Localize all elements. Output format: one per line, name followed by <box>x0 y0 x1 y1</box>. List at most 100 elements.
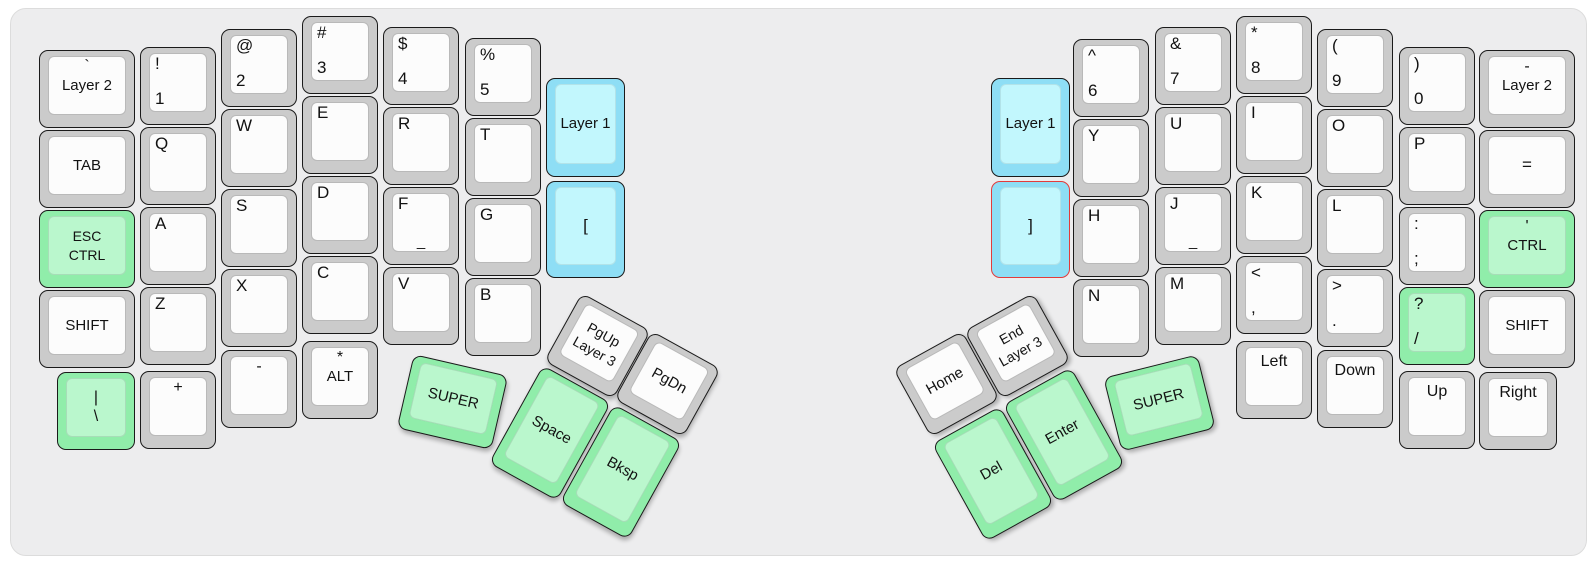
key-legend: >. <box>1332 276 1342 331</box>
key-z[interactable]: Z <box>140 287 216 365</box>
keycap-top: O <box>1326 115 1384 174</box>
key-7[interactable]: &7 <box>1155 27 1231 105</box>
key-arrow-down[interactable]: Down <box>1317 350 1393 428</box>
key-0[interactable]: )0 <box>1399 47 1475 125</box>
key-3[interactable]: #3 <box>302 16 378 94</box>
key-question-slash[interactable]: ?/ <box>1399 287 1475 365</box>
key-y[interactable]: Y <box>1073 119 1149 197</box>
key-i[interactable]: I <box>1236 96 1312 174</box>
key-legend: TAB <box>49 137 125 194</box>
key-arrow-right[interactable]: Right <box>1479 372 1557 450</box>
key-c[interactable]: C <box>302 256 378 334</box>
key-legend: P <box>1414 134 1425 189</box>
keycap-top: - <box>230 356 288 415</box>
keycap-top: Layer 1 <box>1000 84 1061 164</box>
key-s[interactable]: S <box>221 189 297 267</box>
key-legend: A <box>155 214 166 269</box>
key-quote-ctrl[interactable]: 'CTRL <box>1479 210 1575 288</box>
keycap-top: `Layer 2 <box>48 56 126 115</box>
key-label: Layer 1 <box>1005 115 1056 133</box>
keycap-top: SUPER <box>407 361 498 436</box>
key-legend: = <box>1489 137 1565 194</box>
key-label: ; <box>1414 249 1419 269</box>
key-label: Bksp <box>604 453 642 485</box>
key-p[interactable]: P <box>1399 127 1475 205</box>
key-b[interactable]: B <box>465 278 541 356</box>
key-open-bracket[interactable]: [ <box>546 181 625 278</box>
key-shift-right[interactable]: SHIFT <box>1479 290 1575 368</box>
key-equals[interactable]: = <box>1479 130 1575 208</box>
key-label: Left <box>1260 353 1288 370</box>
key-close-bracket[interactable]: ] <box>991 181 1070 278</box>
key-x[interactable]: X <box>221 269 297 347</box>
key-arrow-left[interactable]: Left <box>1236 341 1312 419</box>
keycap-top: R <box>392 113 450 172</box>
key-dash-layer2[interactable]: -Layer 2 <box>1479 50 1575 128</box>
key-n[interactable]: N <box>1073 279 1149 357</box>
key-1[interactable]: !1 <box>140 47 216 125</box>
key-legend: J <box>1170 194 1179 249</box>
key-6[interactable]: ^6 <box>1073 39 1149 117</box>
key-label: ( <box>1332 36 1338 55</box>
key-8[interactable]: *8 <box>1236 16 1312 94</box>
key-label: S <box>236 196 248 215</box>
key-legend: + <box>150 378 206 397</box>
key-g[interactable]: G <box>465 198 541 276</box>
key-2[interactable]: @2 <box>221 29 297 107</box>
key-l[interactable]: L <box>1317 189 1393 267</box>
key-label: K <box>1251 183 1263 202</box>
key-semicolon[interactable]: :; <box>1399 207 1475 285</box>
key-grave-layer2[interactable]: `Layer 2 <box>39 50 135 128</box>
key-label: ^ <box>1088 46 1096 65</box>
key-label: _ <box>1188 233 1198 250</box>
key-pipe-backslash[interactable]: |\ <box>57 372 135 450</box>
key-4[interactable]: $4 <box>383 27 459 105</box>
key-v[interactable]: V <box>383 267 459 345</box>
key-r[interactable]: R <box>383 107 459 185</box>
key-comma[interactable]: <, <box>1236 256 1312 334</box>
key-period[interactable]: >. <box>1317 269 1393 347</box>
key-legend: ` <box>49 57 125 76</box>
key-q[interactable]: Q <box>140 127 216 205</box>
key-legend: V <box>398 274 409 329</box>
key-j[interactable]: J_ <box>1155 187 1231 265</box>
key-label: U <box>1170 114 1183 133</box>
key-label: ? <box>1414 294 1424 313</box>
key-layer1-right[interactable]: Layer 1 <box>991 78 1070 177</box>
keycap-top: I <box>1245 102 1303 161</box>
key-f[interactable]: F_ <box>383 187 459 265</box>
keycap-top: V <box>392 273 450 332</box>
key-9[interactable]: (9 <box>1317 29 1393 107</box>
key-legend: ] <box>1001 188 1060 264</box>
key-arrow-up[interactable]: Up <box>1399 371 1475 449</box>
keycap-top: Up <box>1408 377 1466 436</box>
key-label: B <box>480 285 492 304</box>
key-plus[interactable]: + <box>140 371 216 449</box>
key-a[interactable]: A <box>140 207 216 285</box>
key-o[interactable]: O <box>1317 109 1393 187</box>
key-5[interactable]: %5 <box>465 38 541 116</box>
keycap-top: TAB <box>48 136 126 195</box>
key-m[interactable]: M <box>1155 267 1231 345</box>
key-minus[interactable]: - <box>221 350 297 428</box>
key-label: SHIFT <box>65 316 109 334</box>
key-u[interactable]: U <box>1155 107 1231 185</box>
key-legend: CTRL <box>1489 217 1565 274</box>
key-legend: )0 <box>1414 54 1423 109</box>
key-t[interactable]: T <box>465 118 541 196</box>
key-legend: X <box>236 276 247 331</box>
key-k[interactable]: K <box>1236 176 1312 254</box>
keycap-top: D <box>311 182 369 241</box>
key-tab[interactable]: TAB <box>39 130 135 208</box>
key-w[interactable]: W <box>221 109 297 187</box>
key-d[interactable]: D <box>302 176 378 254</box>
key-label: 5 <box>480 80 490 100</box>
key-e[interactable]: E <box>302 96 378 174</box>
key-shift-left[interactable]: SHIFT <box>39 290 135 368</box>
key-h[interactable]: H <box>1073 199 1149 277</box>
key-legend: ' <box>1489 217 1565 236</box>
key-layer1-left[interactable]: Layer 1 <box>546 78 625 177</box>
key-asterisk-alt[interactable]: *ALT <box>302 341 378 419</box>
key-legend: D <box>317 183 329 238</box>
